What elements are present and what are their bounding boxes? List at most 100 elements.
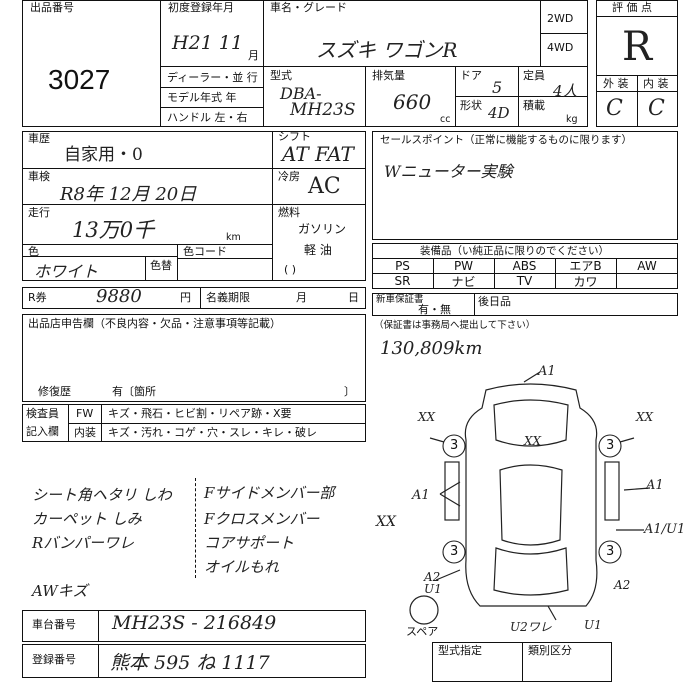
divider: [616, 258, 617, 289]
history-value: 自家用・0: [64, 145, 143, 165]
inspector-label-2: 記入欄: [26, 425, 59, 438]
displacement-label: 排気量: [372, 69, 405, 82]
divider: [372, 258, 678, 259]
inspector-label-1: 検査員: [26, 407, 59, 420]
repair-label: 修復歴: [38, 385, 71, 398]
divider: [68, 423, 366, 424]
warranty-value: 有・無: [418, 303, 451, 316]
divider: [433, 258, 434, 289]
declaration-title: 出品店申告欄（不良内容・欠品・注意事項等記載）: [28, 317, 281, 330]
note-right-4: オイルもれ: [204, 558, 280, 576]
warranty-label: 新車保証書: [376, 294, 424, 305]
ac-value: AC: [308, 174, 341, 199]
displacement-value: 660: [393, 90, 432, 114]
inspector-row2-head: 内装: [74, 426, 96, 439]
divider: [455, 96, 588, 97]
mark-a2-right: A2: [614, 578, 631, 592]
repair-close: 〕: [344, 385, 355, 398]
after-label: 後日品: [478, 295, 511, 308]
chassis-frame: [22, 610, 366, 642]
divider: [98, 644, 99, 678]
mark-a1-left: A1: [412, 488, 430, 503]
divider: [555, 258, 556, 289]
divider: [160, 107, 263, 108]
inspection-label: 車検: [28, 170, 50, 183]
score-label: 評 価 点: [612, 1, 652, 14]
mileage-unit: km: [226, 232, 241, 243]
load-unit: kg: [566, 114, 578, 125]
spare-label: スペア: [406, 625, 439, 638]
interior-value: C: [648, 96, 665, 121]
divider: [22, 204, 366, 205]
circle-num: 3: [606, 544, 615, 559]
divider: [540, 33, 588, 34]
mileage-value: 13万0千: [72, 218, 155, 242]
sales-title: セールスポイント（正常に機能するものに限ります）: [380, 134, 632, 146]
note-left-3: Rバンパーワレ: [32, 534, 135, 552]
divider: [22, 256, 177, 257]
divider: [22, 168, 272, 169]
circle-num: 3: [450, 438, 459, 453]
chassis-label: 車台番号: [32, 618, 76, 631]
mark-a2-left: A2: [424, 570, 441, 584]
declaration-frame: [22, 314, 366, 402]
divider: [98, 610, 99, 642]
mark-u1-left: U1: [424, 582, 442, 596]
circle-num: 3: [606, 438, 615, 453]
divider: [272, 131, 273, 281]
plate-value: 熊本 595 ね 1117: [110, 652, 270, 674]
drive-4wd: 4WD: [547, 41, 574, 54]
shift-label: シフト: [278, 130, 311, 143]
divider: [365, 66, 366, 127]
equipment-leather: カワ: [573, 274, 598, 289]
inspector-row1: キズ・飛石・ヒビ割・リペア跡・X要: [108, 407, 292, 420]
shift-value: AT FAT: [282, 142, 354, 166]
color-code-label: 色コード: [183, 245, 227, 258]
equipment-pw: PW: [453, 258, 474, 273]
divider: [22, 244, 272, 245]
shape-label: 形状: [460, 99, 482, 112]
note-left-5: AWキズ: [32, 582, 88, 600]
exterior-label: 外 装: [603, 77, 629, 90]
divider: [200, 287, 201, 309]
name-grade-value: スズキ ワゴンR: [316, 38, 458, 62]
first-reg-value: H21 11: [172, 32, 243, 54]
equipment-airbag: エアB: [569, 259, 602, 273]
damage-circle: [598, 540, 622, 564]
note-right-3: コアサポート: [204, 534, 295, 552]
damage-circle: [442, 540, 466, 564]
damage-circle: [442, 434, 466, 458]
equipment-sr: SR: [394, 274, 411, 288]
mark-xx-left: XX: [418, 410, 436, 424]
equipment-title: 装備品（い純正品に限りのでください）: [420, 245, 609, 257]
deadline-label: 名義期限: [206, 291, 250, 304]
repair-value: 有〔箇所: [112, 385, 156, 398]
model-year-label: モデル年式 年: [167, 91, 237, 104]
vehicle-frame: [22, 131, 366, 281]
mark-a1u1-right: A1/U1: [644, 522, 686, 537]
exterior-value: C: [606, 96, 623, 121]
fuel-paren: ( ): [284, 263, 297, 276]
sales-note: Wニューター実験: [384, 162, 513, 181]
color-change-label: 色替: [150, 259, 172, 272]
recycle-row: [22, 287, 366, 309]
capacity-label: 定員: [523, 69, 545, 82]
history-label: 車歴: [28, 132, 50, 145]
equipment-aw: AW: [637, 258, 657, 273]
damage-circle: [598, 434, 622, 458]
mark-xx-center: XX: [524, 434, 542, 448]
dealer-label: ディーラー・並 行: [167, 71, 258, 84]
note-right-2: Fクロスメンバー: [204, 510, 320, 528]
capacity-value: 4人: [553, 82, 578, 100]
chassis-value: MH23S - 216849: [112, 612, 277, 634]
equipment-abs: ABS: [512, 258, 537, 273]
warranty-frame: [372, 293, 678, 316]
mark-u1-rear: U1: [584, 618, 602, 632]
first-reg-label: 初度登録年月: [168, 1, 234, 14]
recycle-label: R券: [28, 291, 47, 304]
doors-label: ドア: [460, 69, 482, 82]
class-label: 類別区分: [528, 644, 572, 657]
inspection-value: R8年 12月 20日: [60, 184, 197, 205]
equipment-ps: PS: [395, 258, 410, 273]
